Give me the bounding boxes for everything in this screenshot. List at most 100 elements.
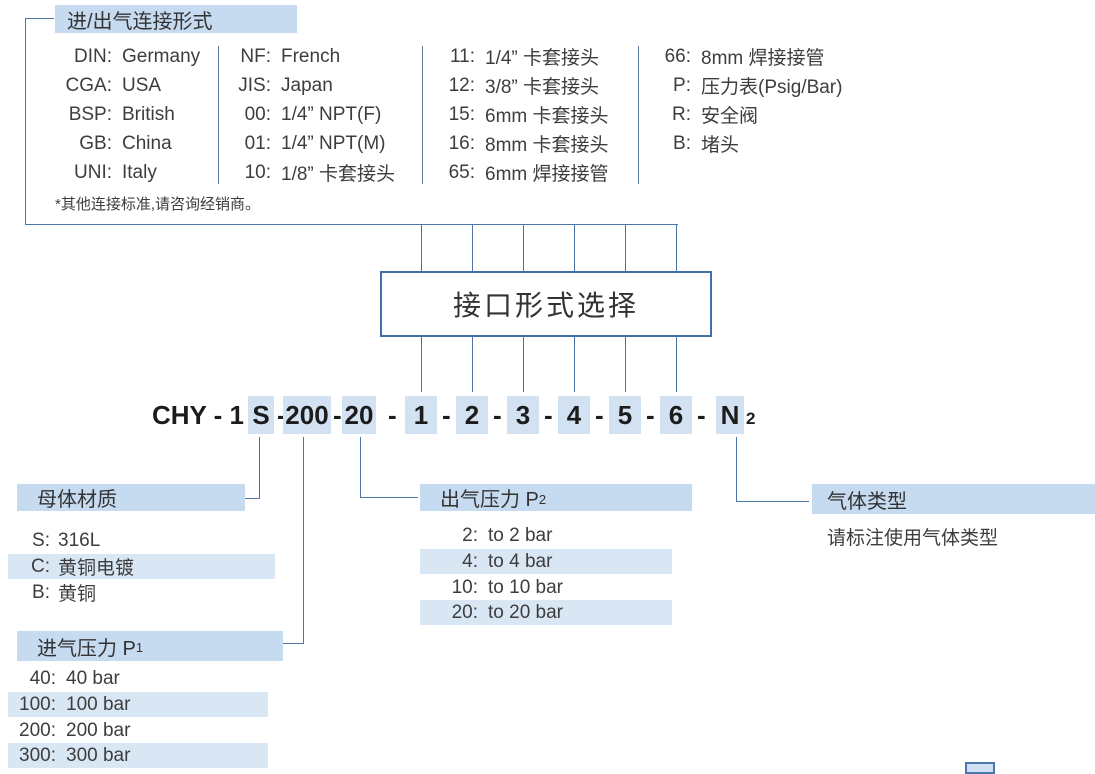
item-label: 40 bar — [66, 667, 120, 689]
gas-type-title: 气体类型 — [827, 490, 907, 513]
code-dash: - — [388, 400, 397, 430]
connector-inlet-pressure — [270, 437, 304, 644]
item-label: 200 bar — [66, 719, 131, 741]
row-code: NF: — [240, 45, 271, 67]
connection-section-header: 进/出气连接形式 — [55, 5, 297, 33]
code-segment-port-4: 4 — [558, 396, 590, 434]
interface-selector-label: 接口形式选择 — [452, 290, 639, 321]
connection-col-4: 66:8mm 焊接接管 P:压力表(Psig/Bar) R:安全阀 B:堵头 — [657, 42, 843, 158]
code-dash: - — [697, 400, 706, 430]
row-code: JIS: — [238, 74, 271, 96]
list-item: 300: 300 bar — [8, 743, 268, 768]
row-label: 8mm 焊接接管 — [701, 48, 825, 69]
body-material-title: 母体材质 — [37, 489, 117, 511]
table-row: 10:1/8” 卡套接头 — [237, 158, 395, 187]
item-code: 40: — [29, 667, 56, 689]
item-code: S: — [32, 529, 50, 551]
code-segment-port-2: 2 — [456, 396, 488, 434]
list-item: C: 黄铜电镀 — [8, 554, 275, 579]
table-row: BSP:British — [60, 100, 200, 129]
connector-line — [574, 224, 575, 271]
row-label: 6mm 卡套接头 — [485, 106, 609, 127]
row-label: 安全阀 — [701, 106, 759, 127]
row-label: 8mm 卡套接头 — [485, 135, 609, 156]
row-label: 1/4” NPT(F) — [281, 103, 382, 125]
code-segment-port-3: 3 — [507, 396, 539, 434]
row-code: B: — [673, 132, 691, 154]
connector-line — [523, 337, 524, 392]
model-code: CHY - 1 S - 200 - 20 - 1 - 2 - 3 - 4 - 5… — [0, 394, 1095, 436]
table-row: P: 压力表(Psig/Bar) — [657, 71, 842, 100]
code-dash: - — [333, 400, 342, 430]
row-code: CGA: — [65, 74, 112, 96]
code-dash: - — [277, 400, 286, 430]
row-label: USA — [122, 74, 162, 96]
list-item: 100: 100 bar — [8, 692, 268, 717]
item-label: 316L — [58, 529, 101, 551]
table-row: 65:6mm 焊接接管 — [445, 158, 609, 187]
row-code: P: — [673, 74, 691, 96]
code-segment-material: S — [248, 396, 274, 434]
item-label: to 2 bar — [488, 524, 553, 546]
gas-type-note: 请标注使用气体类型 — [827, 528, 999, 549]
item-code: 300: — [19, 744, 56, 766]
table-row: 11:1/4” 卡套接头 — [445, 42, 609, 71]
row-code: DIN: — [74, 45, 112, 67]
outlet-pressure-title: 出气压力 P — [440, 489, 539, 511]
table-row: GB:China — [60, 129, 200, 158]
item-label: 100 bar — [66, 693, 131, 715]
table-row: 12:3/8” 卡套接头 — [445, 71, 609, 100]
list-item: B: 黄铜 — [8, 580, 275, 606]
interface-selector-box: 接口形式选择 — [380, 271, 712, 337]
connection-col-1: DIN: Germany CGA: USA BSP:British GB:China… — [60, 42, 201, 187]
connection-footnote: *其他连接标准,请咨询经销商。 — [55, 196, 261, 213]
connector-line — [676, 337, 677, 392]
row-code: 12: — [448, 74, 475, 96]
code-gas-subscript: 2 — [746, 409, 756, 428]
connection-col-3: 11:1/4” 卡套接头 12:3/8” 卡套接头 15:6mm 卡套接头 16… — [445, 42, 609, 187]
column-divider — [422, 46, 423, 184]
table-row: 16: 8mm 卡套接头 — [445, 129, 609, 158]
list-item: 40: 40 bar — [8, 666, 268, 691]
code-dash: - — [493, 400, 502, 430]
item-code: 200: — [19, 719, 56, 741]
code-segment-outlet-pressure: 20 — [342, 396, 376, 434]
code-dash: - — [646, 400, 655, 430]
connector-line — [472, 224, 473, 271]
item-label: 黄铜电镀 — [58, 558, 135, 579]
bracket-left-rail — [25, 18, 678, 225]
list-item: 2: to 2 bar — [420, 523, 672, 548]
row-code: BSP: — [68, 103, 112, 125]
row-label: Germany — [122, 45, 201, 67]
table-row: B:堵头 — [657, 129, 842, 158]
table-row: NF:French — [237, 42, 395, 71]
row-code: 10: — [244, 161, 271, 183]
item-label: to 20 bar — [488, 601, 563, 623]
item-code: 100: — [19, 693, 56, 715]
row-label: 压力表(Psig/Bar) — [701, 77, 843, 98]
item-label: 黄铜 — [58, 584, 97, 605]
item-label: to 4 bar — [488, 550, 553, 572]
item-code: 4: — [462, 550, 478, 572]
connector-line — [574, 337, 575, 392]
list-item: 4: to 4 bar — [420, 549, 672, 574]
row-code: 65: — [448, 161, 475, 183]
row-label: China — [122, 132, 172, 154]
code-dash: - — [544, 400, 553, 430]
row-code: 16: — [448, 132, 475, 154]
list-item: 10: to 10 bar — [420, 575, 672, 600]
table-row: UNI:Italy — [60, 158, 200, 187]
table-row: 66:8mm 焊接接管 — [657, 42, 842, 71]
item-code: B: — [32, 581, 50, 603]
item-code: C: — [31, 555, 50, 577]
table-row: CGA: USA — [60, 71, 200, 100]
page-footer-box — [965, 762, 995, 774]
row-code: UNI: — [74, 161, 112, 183]
table-row: JIS:Japan — [237, 71, 395, 100]
connector-line — [421, 224, 422, 271]
code-segment-port-1: 1 — [405, 396, 437, 434]
item-code: 2: — [462, 524, 478, 546]
